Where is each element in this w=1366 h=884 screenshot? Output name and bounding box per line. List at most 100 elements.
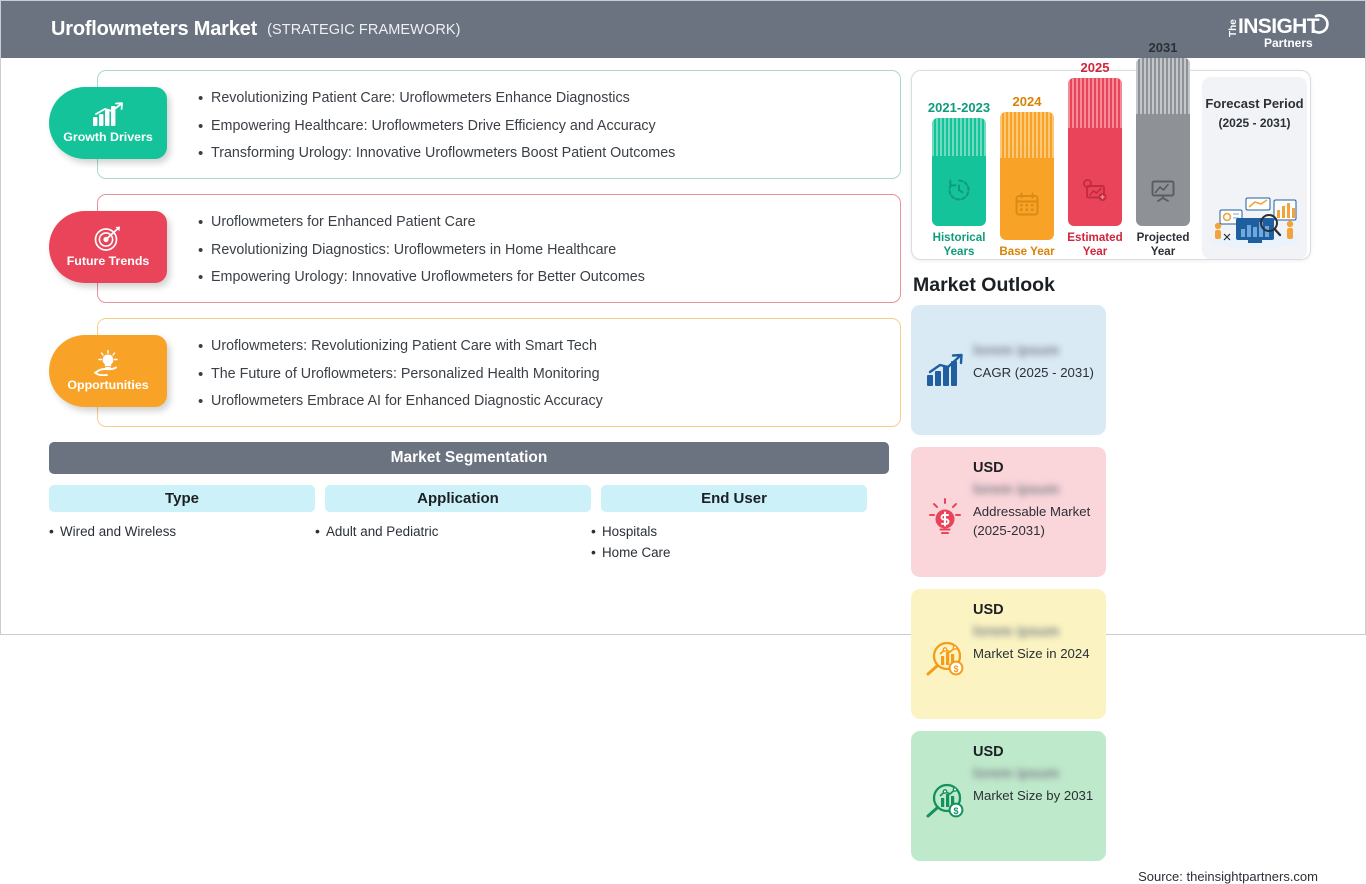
list-item: Adult and Pediatric — [315, 521, 591, 542]
outlook-card-market-size-2024[interactable]: $ USD lorem ipsum Market Size in 2024 — [911, 589, 1106, 719]
bar-stripes — [1068, 78, 1122, 128]
calendar-icon — [1014, 191, 1040, 222]
segmentation-items: Adult and Pediatric — [315, 521, 591, 542]
card-value: lorem ipsum — [973, 343, 1060, 359]
framework-box-future-trends: Uroflowmeters for Enhanced Patient Care … — [97, 194, 901, 303]
insight-partners-logo: The INSIGHT Partners — [1220, 9, 1335, 51]
bar-year-label: 2031 — [1148, 40, 1178, 55]
timeline-bar-projected: 2031 Projected Year — [1130, 40, 1196, 259]
projection-screen-icon — [1149, 177, 1177, 208]
svg-text:$: $ — [953, 806, 958, 816]
bullet-list-future-trends: Uroflowmeters for Enhanced Patient Care … — [198, 209, 900, 292]
lightbulb-dollar-icon — [921, 459, 969, 577]
bar-year-label: 2024 — [1012, 94, 1042, 109]
segmentation-columns: Type Wired and Wireless Application Adul… — [49, 485, 889, 563]
bar-stripes — [932, 118, 986, 156]
forecast-timeline-panel: 2021-2023 Historical Years — [911, 40, 1311, 260]
timeline-bar-estimated: 2025 Estimated — [1062, 60, 1128, 259]
framework-row-growth-drivers: Growth Drivers Revolutionizing Patient C… — [49, 70, 901, 179]
card-label: Addressable Market (2025-2031) — [973, 504, 1091, 538]
card-label: Market Size in 2024 — [973, 646, 1090, 661]
bar-shape — [1136, 58, 1190, 226]
bar-shape — [932, 118, 986, 226]
list-item: Uroflowmeters: Revolutionizing Patient C… — [198, 333, 900, 361]
badge-label: Growth Drivers — [63, 130, 153, 144]
list-item: Uroflowmeters for Enhanced Patient Care — [198, 209, 900, 237]
badge-future-trends[interactable]: Future Trends — [49, 211, 167, 283]
framework-row-future-trends: Future Trends Uroflowmeters for Enhanced… — [49, 194, 901, 303]
market-segmentation-header: Market Segmentation — [49, 442, 889, 474]
outlook-card-market-size-2031[interactable]: $ USD lorem ipsum Market Size by 2031 — [911, 731, 1106, 861]
badge-opportunities[interactable]: Opportunities — [49, 335, 167, 407]
page-title: Uroflowmeters Market — [51, 18, 258, 40]
segmentation-column-application: Application Adult and Pediatric — [315, 485, 591, 563]
forecast-period-panel: Forecast Period (2025 - 2031) — [1202, 77, 1307, 259]
svg-text:INSIGHT: INSIGHT — [1238, 15, 1320, 38]
bar-chart-arrow-icon — [921, 317, 969, 435]
forecast-period-title: Forecast Period — [1205, 96, 1304, 111]
magnifier-chart-dollar-icon: $ — [921, 743, 969, 861]
main-content: Growth Drivers Revolutionizing Patient C… — [1, 40, 1365, 884]
target-dart-icon — [93, 226, 123, 252]
clock-history-icon — [946, 177, 972, 208]
card-value: lorem ipsum — [973, 766, 1060, 782]
segmentation-title[interactable]: Application — [325, 485, 591, 512]
framework-row-opportunities: Opportunities Uroflowmeters: Revolutioni… — [49, 318, 901, 427]
svg-text:$: $ — [953, 664, 958, 674]
segmentation-column-type: Type Wired and Wireless — [49, 485, 315, 563]
list-item: Wired and Wireless — [49, 521, 315, 542]
framework-box-growth-drivers: Revolutionizing Patient Care: Uroflowmet… — [97, 70, 901, 179]
forecast-period-range: (2025 - 2031) — [1218, 116, 1291, 130]
card-value: lorem ipsum — [973, 624, 1060, 640]
segmentation-items: Hospitals Home Care — [591, 521, 867, 563]
badge-growth-drivers[interactable]: Growth Drivers — [49, 87, 167, 159]
card-body: USD lorem ipsum Addressable Market (2025… — [969, 459, 1096, 577]
segmentation-title[interactable]: Type — [49, 485, 315, 512]
badge-label: Future Trends — [66, 254, 150, 268]
source-attribution: Source: theinsightpartners.com — [1138, 869, 1318, 884]
card-value: lorem ipsum — [973, 482, 1060, 498]
card-currency: USD — [973, 460, 1004, 476]
bullet-list-opportunities: Uroflowmeters: Revolutionizing Patient C… — [198, 333, 900, 416]
badge-label: Opportunities — [67, 378, 149, 392]
svg-text:Partners: Partners — [1264, 36, 1313, 50]
svg-text:The: The — [1228, 19, 1239, 37]
segmentation-column-end-user: End User Hospitals Home Care — [591, 485, 867, 563]
timeline-bars: 2021-2023 Historical Years — [918, 40, 1198, 259]
framework-column: Growth Drivers Revolutionizing Patient C… — [1, 70, 901, 634]
bar-shape — [1068, 78, 1122, 226]
card-body: USD lorem ipsum Market Size in 2024 — [969, 601, 1096, 719]
list-item: Revolutionizing Patient Care: Uroflowmet… — [198, 85, 900, 113]
bar-caption: Historical Years — [932, 231, 986, 258]
magnifier-chart-dollar-icon: $ — [921, 601, 969, 719]
bar-caption: Projected Year — [1136, 231, 1190, 258]
business-analytics-illustration — [1206, 190, 1304, 253]
bar-stripes — [1000, 112, 1054, 158]
list-item: Empowering Healthcare: Uroflowmeters Dri… — [198, 113, 900, 141]
bullet-list-growth-drivers: Revolutionizing Patient Care: Uroflowmet… — [198, 85, 900, 168]
bar-caption: Base Year — [999, 245, 1055, 258]
outlook-card-addressable-market[interactable]: USD lorem ipsum Addressable Market (2025… — [911, 447, 1106, 577]
list-item: Empowering Urology: Innovative Uroflowme… — [198, 264, 900, 292]
outlook-card-cagr[interactable]: lorem ipsum CAGR (2025 - 2031) — [911, 305, 1106, 435]
bar-year-label: 2025 — [1080, 60, 1110, 75]
market-outlook-title: Market Outlook — [913, 274, 1055, 296]
card-label: Market Size by 2031 — [973, 788, 1094, 803]
timeline-bar-historical: 2021-2023 Historical Years — [926, 100, 992, 259]
card-currency: USD — [973, 744, 1004, 760]
segmentation-title[interactable]: End User — [601, 485, 867, 512]
timeline-bar-base: 2024 — [994, 94, 1060, 259]
list-item: Transforming Urology: Innovative Uroflow… — [198, 140, 900, 168]
bar-caption: Estimated Year — [1067, 231, 1123, 258]
outlook-column: 2021-2023 Historical Years — [901, 40, 1361, 884]
bar-year-label: 2021-2023 — [927, 100, 991, 115]
list-item: Home Care — [591, 542, 867, 563]
bar-chart-growth-icon — [91, 102, 125, 128]
list-item: Uroflowmeters Embrace AI for Enhanced Di… — [198, 388, 900, 416]
card-label: CAGR (2025 - 2031) — [973, 365, 1094, 380]
list-item: Revolutionizing Diagnostics: Uroflowmete… — [198, 237, 900, 265]
bar-stripes — [1136, 58, 1190, 114]
list-item: The Future of Uroflowmeters: Personalize… — [198, 361, 900, 389]
list-item: Hospitals — [591, 521, 867, 542]
card-body: lorem ipsum CAGR (2025 - 2031) — [969, 317, 1096, 435]
